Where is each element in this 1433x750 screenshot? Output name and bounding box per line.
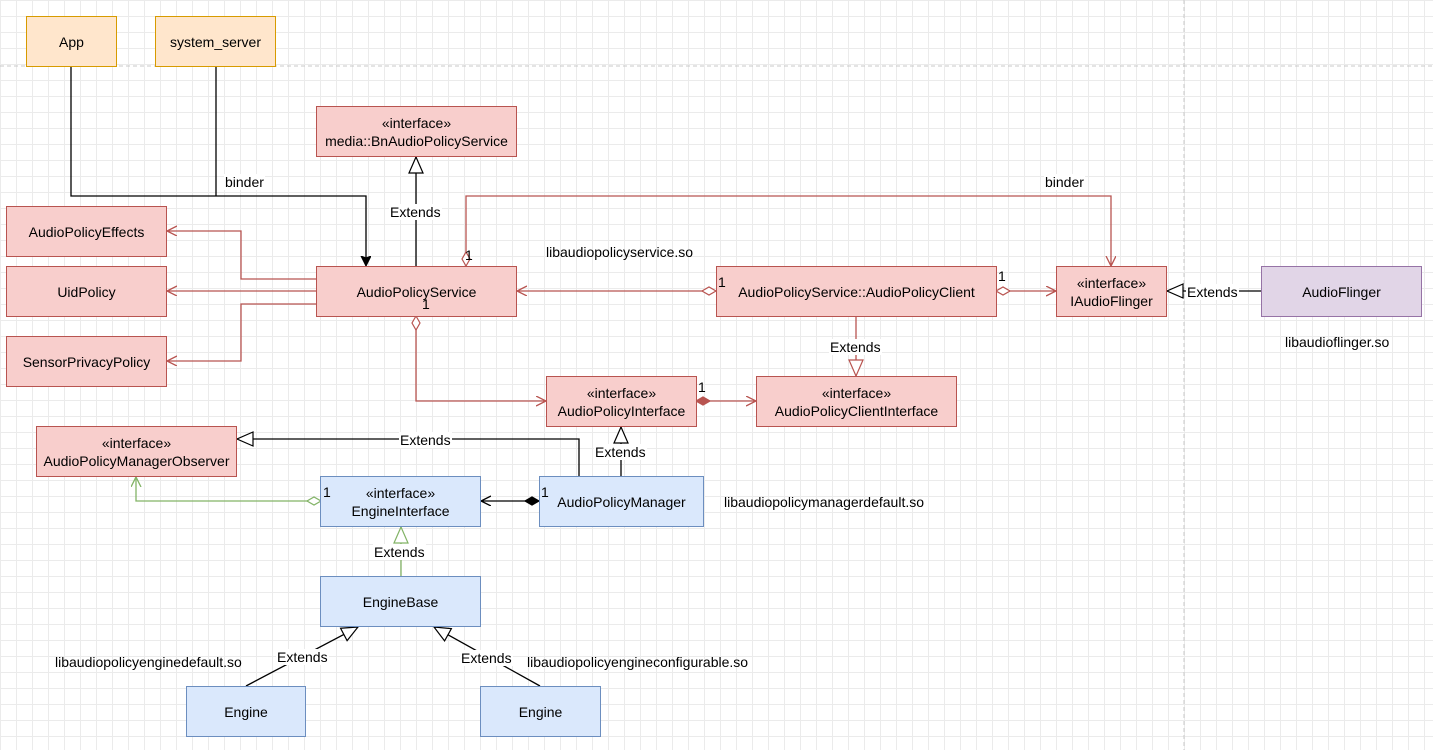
multiplicity-client-right: 1 <box>998 268 1006 284</box>
label-extends-engine-interface: Extends <box>373 544 426 560</box>
edge-aps-sensor[interactable] <box>167 303 316 361</box>
label-extends-observer: Extends <box>399 432 452 448</box>
multiplicity-engine-interface: 1 <box>323 484 331 500</box>
class-name: AudioFlinger <box>1302 283 1381 300</box>
class-audio-policy-effects[interactable]: AudioPolicyEffects <box>6 206 167 257</box>
class-audio-policy-manager-observer[interactable]: «interface» AudioPolicyManagerObserver <box>36 426 237 477</box>
class-name: media::BnAudioPolicyService <box>325 132 508 149</box>
multiplicity-audio-policy-manager: 1 <box>541 484 549 500</box>
class-sensor-privacy-policy[interactable]: SensorPrivacyPolicy <box>6 336 167 387</box>
label-extends-audioflinger: Extends <box>1186 284 1239 300</box>
class-name: AudioPolicyEffects <box>28 223 145 240</box>
edge-engineinterface-observer[interactable] <box>136 477 321 501</box>
label-extends-bn: Extends <box>389 204 442 220</box>
stereotype: «interface» <box>101 434 172 451</box>
class-system-server[interactable]: system_server <box>155 16 276 67</box>
class-name: AudioPolicyInterface <box>557 402 686 419</box>
lib-audioflinger: libaudioflinger.so <box>1285 334 1390 350</box>
class-app[interactable]: App <box>26 16 117 67</box>
class-i-audio-flinger[interactable]: «interface» IAudioFlinger <box>1056 266 1167 317</box>
lib-audiopolicymanagerdefault: libaudiopolicymanagerdefault.so <box>724 494 925 510</box>
multiplicity-policy-interface: 1 <box>698 379 706 395</box>
class-name: SensorPrivacyPolicy <box>22 353 151 370</box>
edge-aps-effects[interactable] <box>167 231 316 280</box>
class-name: UidPolicy <box>57 283 116 300</box>
multiplicity-aps-bottom: 1 <box>422 296 430 312</box>
class-name: EngineBase <box>362 593 439 610</box>
class-name: AudioPolicyManager <box>557 493 686 510</box>
lib-audiopolicyengineconfigurable: libaudiopolicyengineconfigurable.so <box>527 654 749 670</box>
edge-aps-policyinterface[interactable] <box>416 316 546 401</box>
stereotype: «interface» <box>1076 274 1147 291</box>
lib-audiopolicyenginedefault: libaudiopolicyenginedefault.so <box>55 654 242 670</box>
stereotype: «interface» <box>365 484 436 501</box>
multiplicity-binder-source: 1 <box>465 247 473 263</box>
class-name: Engine <box>224 703 268 720</box>
class-engine-base[interactable]: EngineBase <box>320 576 481 627</box>
lib-audiopolicyservice: libaudiopolicyservice.so <box>546 244 694 260</box>
edge-manager-extends-observer[interactable] <box>235 431 580 476</box>
class-audio-policy-service[interactable]: AudioPolicyService <box>316 266 517 317</box>
label-extends-client-interface: Extends <box>829 339 882 355</box>
class-bn-audio-policy-service[interactable]: «interface» media::BnAudioPolicyService <box>316 106 517 157</box>
class-engine-configurable[interactable]: Engine <box>480 686 601 737</box>
multiplicity-client-left: 1 <box>718 274 726 290</box>
class-audio-policy-client[interactable]: AudioPolicyService::AudioPolicyClient <box>716 266 997 317</box>
class-name: AudioPolicyService <box>356 283 477 300</box>
edge-aps-binder-audioflinger[interactable] <box>466 195 1111 266</box>
class-system-server-name: system_server <box>169 33 262 50</box>
label-binder-left: binder <box>224 174 265 190</box>
class-name: Engine <box>518 703 563 720</box>
class-app-name: App <box>59 33 84 50</box>
class-name: AudioPolicyClientInterface <box>774 402 939 419</box>
class-audio-policy-manager[interactable]: AudioPolicyManager <box>539 476 704 527</box>
stereotype: «interface» <box>381 114 452 131</box>
label-extends-policy-interface: Extends <box>594 444 647 460</box>
class-name: EngineInterface <box>351 502 450 519</box>
edge-app-binder[interactable] <box>70 66 366 266</box>
class-audio-flinger[interactable]: AudioFlinger <box>1261 266 1422 317</box>
class-engine-default[interactable]: Engine <box>186 686 306 737</box>
class-name: AudioPolicyService::AudioPolicyClient <box>738 283 975 300</box>
class-audio-policy-client-interface[interactable]: «interface» AudioPolicyClientInterface <box>756 376 957 427</box>
label-extends-engine-configurable: Extends <box>460 650 513 666</box>
stereotype: «interface» <box>821 384 892 401</box>
stereotype: «interface» <box>586 384 657 401</box>
class-name: IAudioFlinger <box>1070 292 1153 309</box>
label-binder-right: binder <box>1044 174 1085 190</box>
class-engine-interface[interactable]: «interface» EngineInterface <box>320 476 481 527</box>
label-extends-engine-default: Extends <box>276 649 329 665</box>
class-uid-policy[interactable]: UidPolicy <box>6 266 167 317</box>
class-audio-policy-interface[interactable]: «interface» AudioPolicyInterface <box>546 376 697 427</box>
class-name: AudioPolicyManagerObserver <box>43 452 230 469</box>
